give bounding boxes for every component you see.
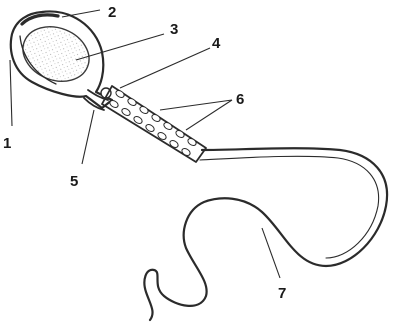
label-2: 2 xyxy=(108,4,116,21)
leader-3 xyxy=(76,34,164,60)
label-4: 4 xyxy=(212,35,221,52)
label-6: 6 xyxy=(236,91,244,108)
label-3: 3 xyxy=(170,21,178,38)
leader-5 xyxy=(82,110,94,164)
label-7: 7 xyxy=(278,285,286,302)
sperm-head xyxy=(11,11,112,108)
sperm-midpiece xyxy=(102,86,206,162)
leader-6b xyxy=(186,100,232,130)
leader-7 xyxy=(262,228,280,278)
mitochondria xyxy=(109,89,198,157)
leader-6a xyxy=(160,100,232,110)
sperm-tail xyxy=(144,148,387,320)
leader-1 xyxy=(10,60,12,126)
leader-4 xyxy=(120,48,210,88)
label-5: 5 xyxy=(70,173,78,190)
label-1: 1 xyxy=(3,135,11,152)
